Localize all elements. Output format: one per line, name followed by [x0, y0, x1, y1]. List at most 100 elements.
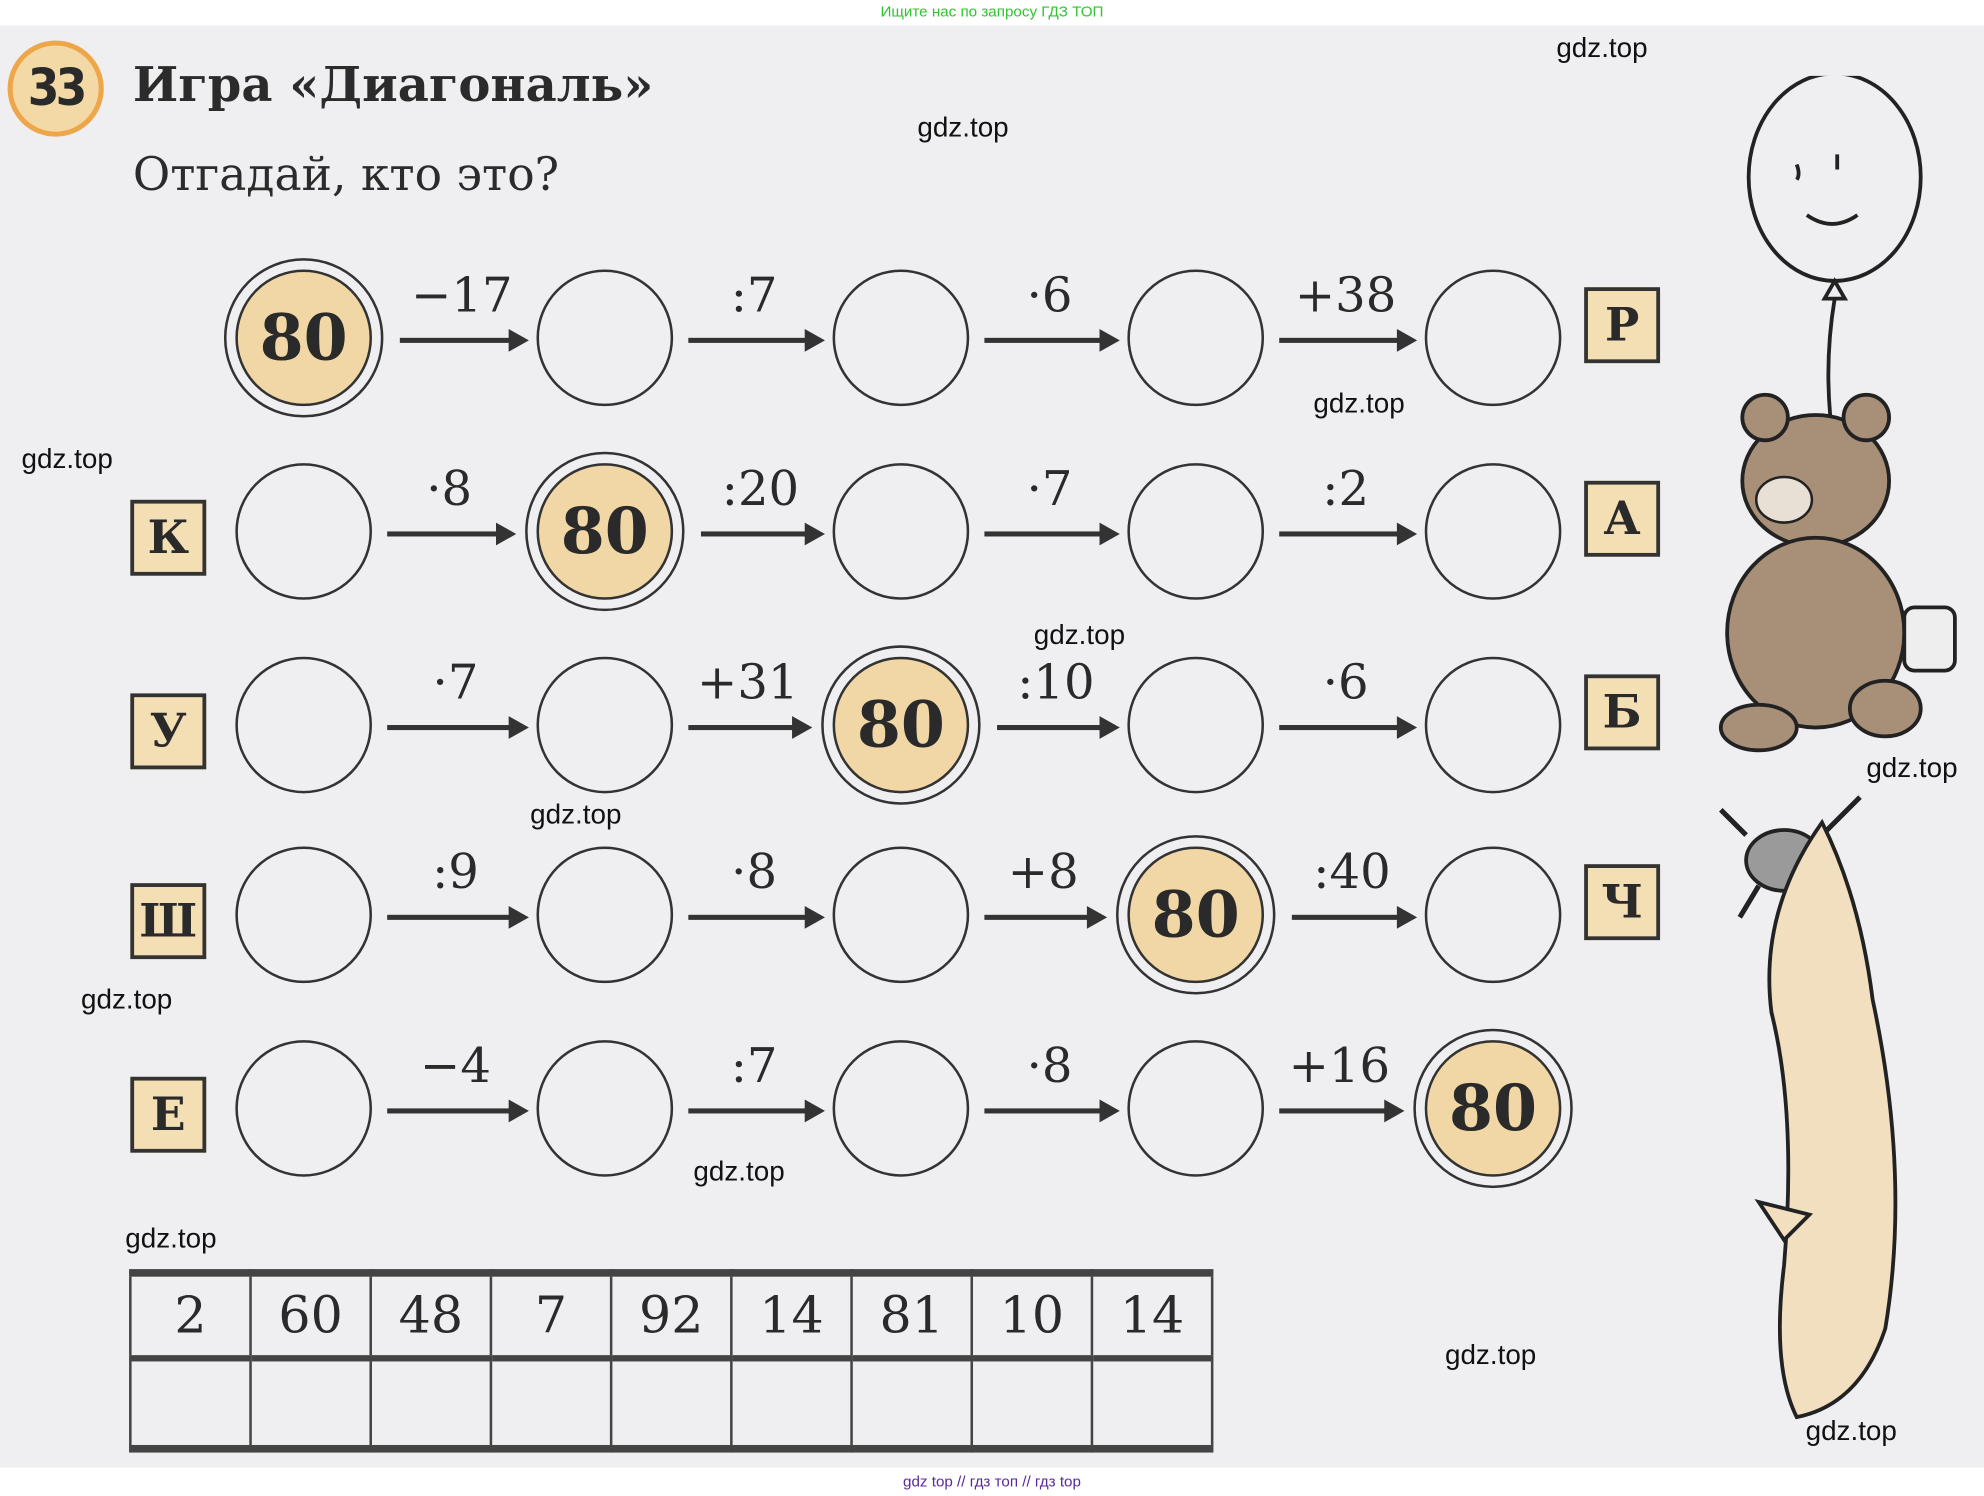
bottom-banner: gdz top // гдз топ // гдз top: [0, 1467, 1984, 1496]
arrow-icon: [688, 716, 813, 739]
arrow-icon: [688, 328, 825, 352]
operation-label: ·6: [1026, 266, 1073, 323]
arrow-icon: [387, 716, 529, 739]
start-number-circle: 80: [1413, 1028, 1573, 1189]
answer-letter-cell[interactable]: [609, 1357, 733, 1451]
answer-number-cell: 60: [249, 1271, 372, 1362]
answer-number-cell: 14: [730, 1271, 853, 1362]
answer-number-cell: 10: [970, 1271, 1094, 1362]
letter-box: Е: [130, 1076, 207, 1153]
operation-label: +16: [1288, 1037, 1391, 1094]
arrow-icon: [399, 328, 529, 352]
answer-letter-cell[interactable]: [249, 1357, 372, 1451]
watermark: gdz.top: [1556, 31, 1648, 64]
arrow-icon: [1279, 522, 1418, 546]
answer-circle[interactable]: [536, 656, 674, 794]
watermark: gdz.top: [1313, 387, 1405, 419]
watermark: gdz.top: [917, 111, 1009, 143]
operation-label: :10: [1017, 654, 1095, 710]
answer-circle[interactable]: [832, 463, 970, 600]
operation-label: ·8: [426, 460, 473, 517]
watermark: gdz.top: [530, 798, 622, 831]
start-number: 80: [1424, 1040, 1562, 1177]
answer-circle[interactable]: [1127, 463, 1265, 600]
arrow-icon: [1279, 716, 1418, 739]
illustration-bear-frog-fox: [1718, 75, 1957, 1420]
watermark: gdz.top: [693, 1155, 785, 1187]
letter-box: Ч: [1584, 864, 1661, 941]
watermark: gdz.top: [125, 1222, 217, 1254]
answer-circle[interactable]: [235, 1040, 372, 1177]
answer-circle[interactable]: [1424, 463, 1562, 600]
letter-box: У: [130, 693, 207, 770]
operation-label: :9: [432, 843, 479, 900]
answer-letter-cell[interactable]: [850, 1357, 974, 1451]
operation-label: +8: [1007, 843, 1079, 900]
arrow-icon: [387, 905, 529, 929]
operation-label: :40: [1313, 843, 1391, 900]
operation-label: :7: [730, 1037, 778, 1094]
operation-label: −17: [411, 266, 513, 323]
answer-number-cell: 7: [489, 1271, 613, 1362]
answer-letter-cell[interactable]: [730, 1357, 853, 1451]
answer-letter-cell[interactable]: [369, 1357, 493, 1451]
answer-circle[interactable]: [536, 1040, 674, 1177]
answer-circle[interactable]: [536, 269, 674, 407]
answer-letter-cell[interactable]: [1090, 1357, 1214, 1451]
arrow-icon: [688, 1099, 825, 1123]
letter-box: Ш: [130, 883, 207, 960]
operation-label: +38: [1294, 266, 1397, 323]
answer-letter-cell[interactable]: [489, 1357, 613, 1451]
watermark: gdz.top: [1444, 1338, 1537, 1371]
answer-circle[interactable]: [235, 656, 372, 794]
letter-box: Б: [1584, 674, 1661, 751]
answer-letter-cell[interactable]: [129, 1357, 252, 1451]
arrow-icon: [984, 905, 1108, 929]
operation-label: ·7: [432, 654, 479, 710]
operation-label: ·8: [731, 843, 778, 900]
arrow-icon: [997, 716, 1120, 739]
answer-number-cell: 81: [850, 1271, 974, 1362]
start-number-circle: 80: [1115, 835, 1276, 995]
start-number: 80: [536, 463, 674, 600]
start-number-circle: 80: [223, 258, 384, 418]
answer-circle[interactable]: [832, 1040, 970, 1177]
answer-circle[interactable]: [1127, 269, 1265, 407]
fox-icon: [1754, 818, 1898, 1420]
answer-number-cell: 92: [609, 1271, 733, 1362]
start-number: 80: [235, 269, 372, 407]
letter-box: А: [1584, 480, 1661, 557]
arrow-icon: [984, 1099, 1120, 1123]
exercise-subtitle: Отгадай, кто это?: [132, 149, 560, 202]
arrow-icon: [1279, 1099, 1405, 1123]
exercise-number-badge: 33: [7, 40, 104, 137]
answer-circle[interactable]: [536, 846, 674, 984]
answer-circle[interactable]: [1424, 846, 1562, 984]
operation-label: ·8: [1026, 1037, 1073, 1094]
answer-circle[interactable]: [832, 846, 970, 984]
watermark: gdz.top: [1866, 751, 1958, 784]
answer-circle[interactable]: [1127, 656, 1265, 794]
answer-circle[interactable]: [235, 846, 372, 984]
answer-letter-cell[interactable]: [970, 1357, 1094, 1451]
exercise-title: Игра «Диагональ»: [132, 55, 654, 113]
arrow-icon: [387, 1099, 529, 1123]
letter-box: К: [130, 499, 207, 576]
start-number: 80: [832, 656, 970, 794]
answer-circle[interactable]: [235, 463, 372, 600]
arrow-icon: [387, 522, 517, 546]
watermark: gdz.top: [1033, 618, 1126, 651]
operation-label: ·6: [1322, 654, 1369, 710]
answer-letters-row: [129, 1357, 1214, 1451]
answer-number-cell: 14: [1090, 1271, 1214, 1362]
answer-circle[interactable]: [1127, 1040, 1265, 1177]
answer-circle[interactable]: [1424, 656, 1562, 794]
arrow-icon: [688, 905, 825, 929]
start-number-circle: 80: [525, 451, 685, 612]
answer-number-cell: 2: [129, 1271, 252, 1362]
answer-circle[interactable]: [832, 269, 970, 407]
arrow-icon: [1279, 328, 1418, 352]
answer-circle[interactable]: [1424, 269, 1562, 407]
arrow-icon: [1291, 905, 1418, 929]
